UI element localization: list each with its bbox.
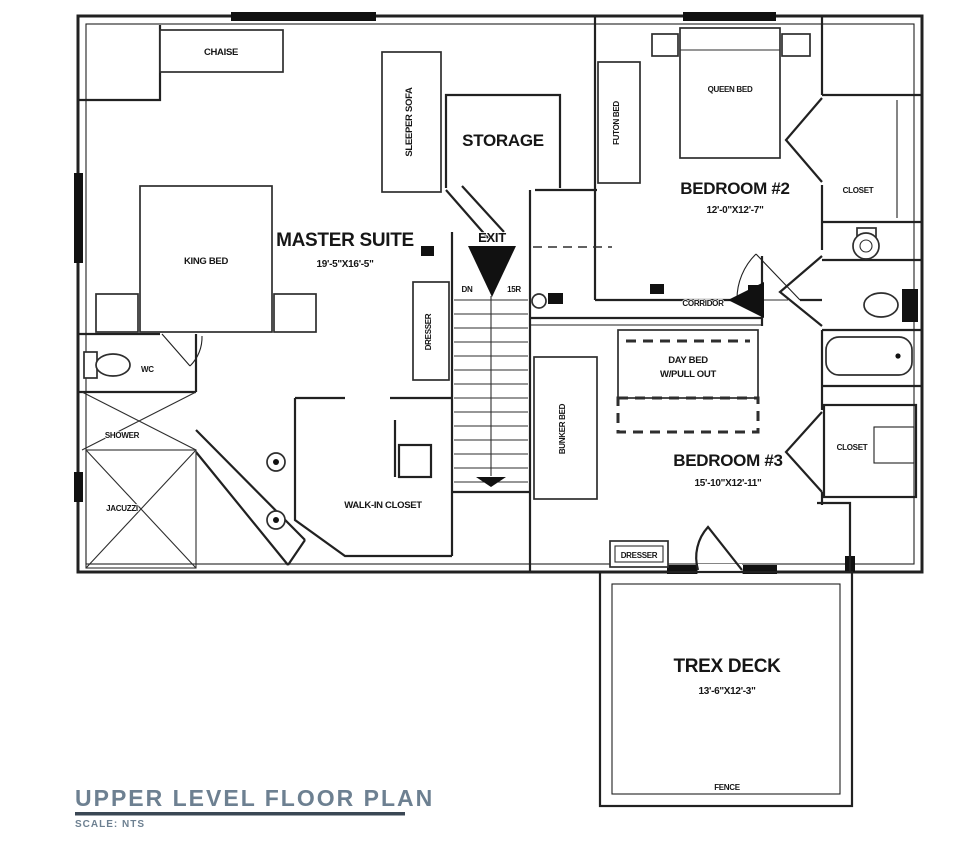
dresser-bedroom3 [609,540,669,568]
deck-door-leaf [695,525,743,571]
bathtub-icon [825,336,913,376]
toilet-tank [902,289,918,322]
futon-bed-label: FUTON BED [612,101,621,145]
jacuzzi-label: JACUZZI [106,504,138,513]
bedroom3-label: BEDROOM #3 [673,451,782,470]
stair-direction-arrow [476,477,506,487]
toilet-icon [95,353,131,377]
trex-deck-label: TREX DECK [673,656,781,677]
dresser-stair [412,281,450,381]
futon-bed [597,61,641,184]
window-segment [683,12,776,21]
tub-drain [895,353,901,359]
toilet-icon [863,292,899,318]
bath-double-door [778,255,823,327]
furniture-layer: CHAISE SLEEPER SOFA KING BED QUEEN BED F… [95,27,811,568]
dresser-stair-label: DRESSER [424,313,433,350]
nightstand [651,33,679,57]
window-segment [74,472,83,502]
day-bed-label-1: DAY BED [668,355,708,366]
closet-lower-label: CLOSET [837,443,868,452]
bedroom3-dims: 15'-10"X12'-11" [694,478,762,489]
title-underline [75,812,405,816]
corridor-label: CORRIDOR [682,299,724,308]
day-bed-pullout [616,396,760,434]
chaise [159,29,284,73]
exit-down-arrow-icon [468,246,516,297]
sink-icon [852,232,880,260]
corridor-arrow-icon [728,282,764,318]
sheet-title: UPPER LEVEL FLOOR PLAN [75,785,434,811]
bedroom2-label: BEDROOM #2 [680,179,789,198]
jacuzzi-tub [85,449,197,569]
storage-label: STORAGE [462,131,544,150]
stair-down-note-right: 15R [507,285,521,294]
closet-upper-label: CLOSET [843,186,874,195]
smoke-detector-icon [421,246,434,256]
interior-walls [78,16,922,572]
door-jamb-segment [743,565,777,574]
misc-symbols [421,246,788,318]
chaise-label: CHAISE [204,47,238,58]
nightstand [781,33,811,57]
king-bed [139,185,273,333]
sleeper-sofa-label: SLEEPER SOFA [404,87,415,157]
window-segment [231,12,376,21]
wc-door-leaf [161,333,191,367]
dresser-bedroom3-label: DRESSER [621,551,658,560]
day-bed-label-2: W/PULL OUT [660,369,716,380]
room-labels: MASTER SUITE 19'-5"X16'-5" STORAGE BEDRO… [104,130,875,514]
nightstand [273,293,317,333]
exit-label: EXIT [478,230,506,245]
trex-deck-dims: 13'-6"X12'-3" [698,686,756,697]
bedroom2-door-leaf [755,253,801,301]
fence-label: FENCE [714,783,741,792]
bunker-bed [533,356,598,500]
bedroom2-dims: 12'-0"X12'-7" [706,205,764,216]
smoke-detector-icon [650,284,664,294]
shower-pan [81,391,197,451]
shower-label: SHOWER [105,431,140,440]
master-suite-dims: 19'-5"X16'-5" [316,259,374,270]
title-block: UPPER LEVEL FLOOR PLAN SCALE: NTS [75,785,434,830]
closet-lower-bifold-door [784,411,823,493]
staircase: EXIT DN 15R [454,229,528,487]
light-fixture-icon [531,293,547,309]
window-segment [74,173,83,263]
nightstand [95,293,139,333]
walk-in-closet-label: WALK-IN CLOSET [344,500,422,511]
door-jamb-segment [667,565,697,574]
wc-label: WC [141,365,154,374]
plumbing-fixtures [81,227,918,569]
trex-deck: TREX DECK 13'-6"X12'-3" FENCE [598,570,854,808]
queen-bed-label: QUEEN BED [708,85,753,94]
scale-note: SCALE: NTS [75,819,145,830]
master-suite-label: MASTER SUITE [276,230,414,251]
bunker-bed-label: BUNKER BED [558,403,567,454]
toilet-tank [83,351,98,379]
king-bed-label: KING BED [184,256,228,267]
sleeper-sofa [381,51,442,193]
smoke-detector-icon [548,293,563,304]
closet-upper-bifold-door [784,97,823,183]
stair-down-note-left: DN [462,285,473,294]
